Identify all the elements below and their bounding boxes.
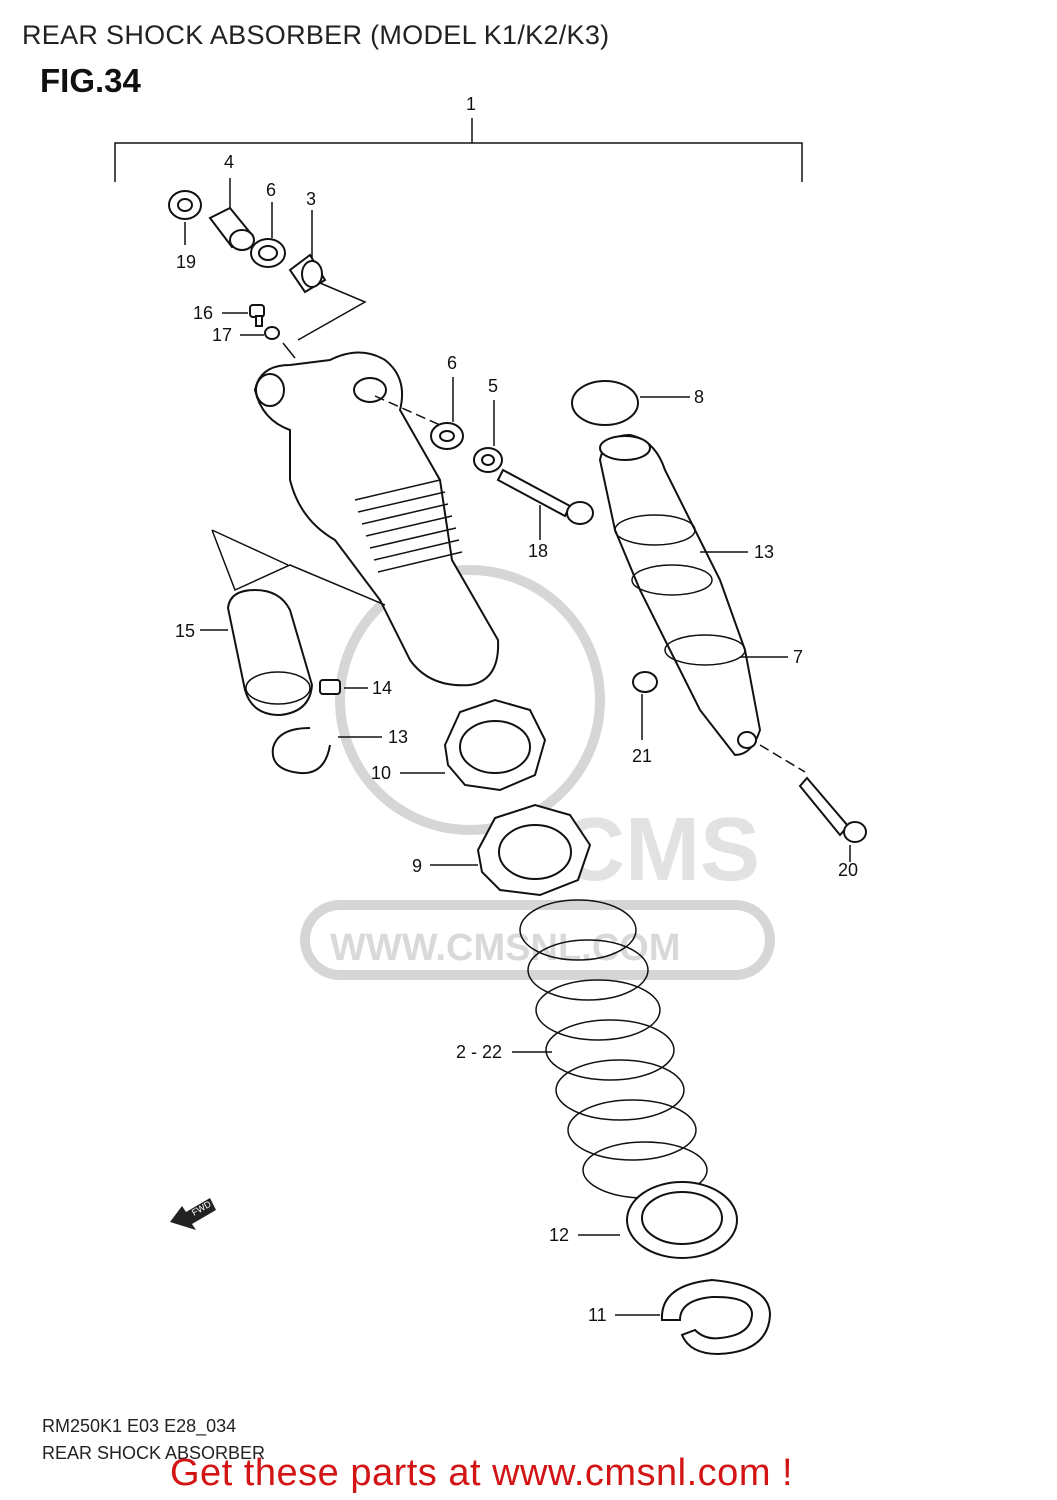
part-15-reservoir-cap bbox=[226, 588, 314, 717]
part-13-circlip-lower bbox=[271, 727, 331, 775]
callout-6a: 6 bbox=[266, 180, 276, 200]
part-4-bush bbox=[208, 206, 255, 251]
part-16-valve bbox=[249, 304, 265, 327]
part-6-seal bbox=[430, 422, 464, 450]
callout-11: 11 bbox=[588, 1305, 607, 1325]
callout-17: 17 bbox=[212, 325, 232, 345]
part-19-collar bbox=[168, 190, 202, 220]
callout-18: 18 bbox=[528, 541, 548, 561]
watermark-text: WWW.CMSNL.COM bbox=[330, 927, 680, 969]
part-12-spring-seat bbox=[626, 1181, 738, 1259]
watermark: CMS WWW.CMSNL.COM bbox=[300, 565, 775, 980]
promo-link[interactable]: Get these parts at www.cmsnl.com ! bbox=[170, 1452, 794, 1494]
page-title: REAR SHOCK ABSORBER (MODEL K1/K2/K3) bbox=[22, 20, 610, 50]
part-6-seal-top bbox=[250, 238, 286, 268]
fwd-arrow-icon: FWD bbox=[170, 1198, 216, 1230]
part-7-damper-rod bbox=[598, 433, 762, 757]
part-21-nut bbox=[632, 671, 658, 693]
part-3-bearing bbox=[288, 253, 327, 294]
part-14-valve bbox=[319, 679, 341, 695]
callout-9: 9 bbox=[412, 856, 422, 876]
callout-19: 19 bbox=[176, 252, 196, 272]
callout-8: 8 bbox=[694, 387, 704, 407]
callout-20: 20 bbox=[838, 860, 858, 880]
callout-21: 21 bbox=[632, 746, 652, 766]
part-17-o-ring bbox=[264, 326, 280, 340]
callout-10: 10 bbox=[371, 763, 391, 783]
part-9-adjuster-nut bbox=[476, 803, 592, 897]
diagram-name: REAR SHOCK ABSORBER bbox=[42, 1443, 266, 1463]
part-8-o-ring bbox=[571, 380, 639, 426]
part-1-shock-body bbox=[253, 351, 500, 687]
callout-4: 4 bbox=[224, 152, 234, 172]
callout-13a: 13 bbox=[754, 542, 774, 562]
callout-15: 15 bbox=[175, 621, 195, 641]
callout-14: 14 bbox=[372, 678, 392, 698]
part-10-lock-nut bbox=[443, 698, 547, 792]
callout-1: 1 bbox=[466, 94, 476, 114]
callout-13b: 13 bbox=[388, 727, 408, 747]
callout-5: 5 bbox=[488, 376, 498, 396]
part-18-bolt bbox=[496, 468, 594, 525]
diagram-code: RM250K1 E03 E28_034 bbox=[42, 1416, 237, 1436]
part-5-washer bbox=[473, 447, 503, 473]
part-11-spring-stopper bbox=[660, 1278, 772, 1356]
watermark-logo: CMS bbox=[560, 800, 760, 900]
callout-2: 2 - 22 bbox=[456, 1042, 502, 1062]
callout-3: 3 bbox=[306, 189, 316, 209]
callout-12: 12 bbox=[549, 1225, 569, 1245]
callout-7: 7 bbox=[793, 647, 803, 667]
part-20-bolt bbox=[798, 776, 867, 843]
callout-6b: 6 bbox=[447, 353, 457, 373]
callout-16: 16 bbox=[193, 303, 213, 323]
figure-number: FIG.34 bbox=[40, 62, 141, 99]
